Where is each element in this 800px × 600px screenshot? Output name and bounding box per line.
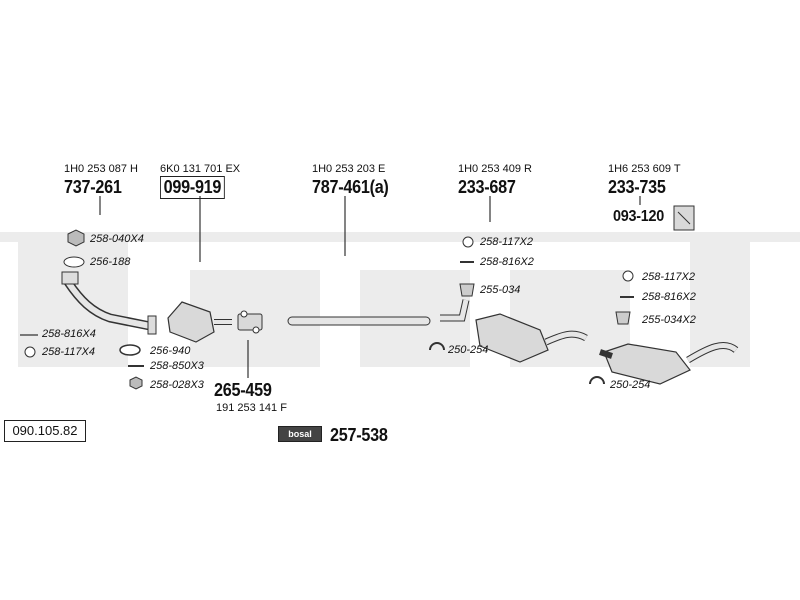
part-number-rear-silencer[interactable]: 233-735 (608, 177, 666, 197)
middle-silencer-body (475, 313, 549, 363)
accessory-label[interactable]: 258-816X2 (480, 256, 534, 268)
accessory-label[interactable]: 250-254 (448, 344, 489, 356)
hanger-icon-2 (615, 311, 631, 325)
oe-number-clamp: 191 253 141 F (216, 402, 287, 414)
accessory-label[interactable]: 255-034X2 (642, 314, 696, 326)
gasket-icon (63, 256, 85, 268)
part-number-mounting-kit[interactable]: 257-538 (330, 425, 388, 445)
bosal-badge: bosal (278, 426, 322, 442)
accessory-label[interactable]: 258-816X2 (642, 291, 696, 303)
part-number-middle-pipe[interactable]: 787-461(a) (312, 177, 389, 197)
accessory-label[interactable]: 258-117X2 (480, 236, 534, 248)
washer-icon-2 (462, 236, 474, 248)
accessory-label[interactable]: 258-040X4 (90, 233, 144, 245)
clamp-icon-2 (589, 376, 605, 385)
front-pipe-flange-rear (147, 315, 157, 335)
accessory-label[interactable]: 258-117X2 (642, 271, 696, 283)
accessory-label[interactable]: 258-117X4 (42, 346, 96, 358)
accessory-label[interactable]: 250-254 (610, 379, 651, 391)
washer-icon-3 (622, 270, 634, 282)
reference-number: 090.105.82 (4, 420, 86, 442)
accessory-label[interactable]: 255-034 (480, 284, 521, 296)
watermark-band (0, 232, 800, 242)
front-pipe-flange (61, 271, 79, 285)
washer-icon (24, 346, 36, 358)
oe-number-rear-silencer: 1H6 253 609 T (608, 163, 681, 175)
accessory-label[interactable]: 258-850X3 (150, 360, 204, 372)
accessory-label[interactable]: 258-028X3 (150, 379, 204, 391)
clamp-connector (237, 313, 263, 331)
accessory-label[interactable]: 256-188 (90, 256, 131, 268)
oe-number-middle-silencer: 1H0 253 409 R (458, 163, 532, 175)
part-number-front-pipe[interactable]: 737-261 (64, 177, 122, 197)
watermark-letter-b (18, 232, 128, 367)
hanger-icon (459, 283, 475, 297)
clamp-icon (429, 342, 445, 351)
oe-number-front-pipe: 1H0 253 087 H (64, 163, 138, 175)
oe-number-middle-pipe: 1H0 253 203 E (312, 163, 386, 175)
oe-number-catalyst: 6K0 131 701 EX (160, 163, 241, 175)
rear-silencer-body (603, 343, 691, 385)
accessory-label[interactable]: 256-940 (150, 345, 191, 357)
nut-icon (67, 229, 85, 247)
nut-icon-2 (129, 376, 143, 390)
accessory-label[interactable]: 258-816X4 (42, 328, 96, 340)
part-number-heat-shield[interactable]: 093-120 (613, 208, 664, 225)
catalyst-body (167, 301, 215, 343)
part-number-clamp[interactable]: 265-459 (214, 380, 272, 400)
part-number-catalyst[interactable]: 099-919 (160, 176, 225, 199)
part-number-middle-silencer[interactable]: 233-687 (458, 177, 516, 197)
ring-gasket-icon (119, 344, 141, 356)
middle-pipe (287, 316, 431, 326)
